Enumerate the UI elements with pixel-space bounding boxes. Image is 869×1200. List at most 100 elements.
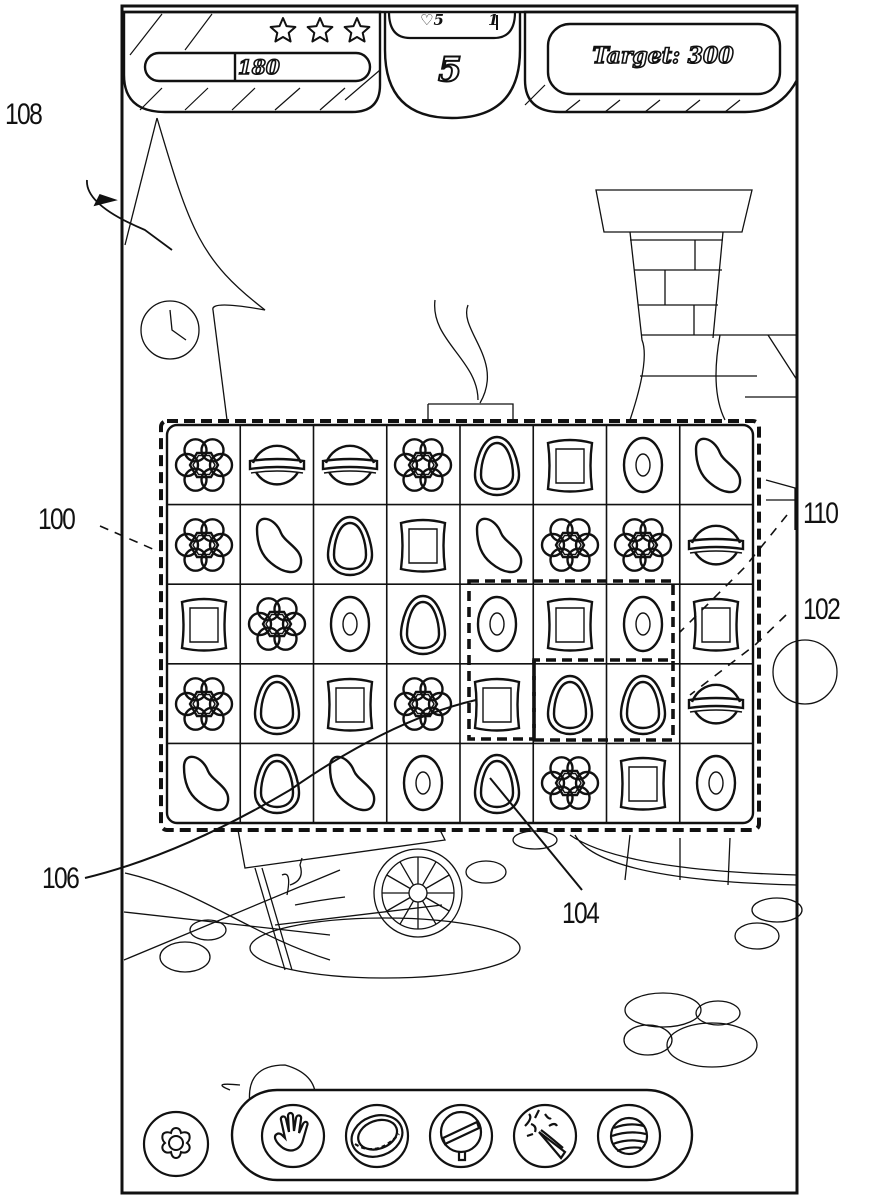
flower-candy-icon [394, 438, 453, 492]
donut-candy-icon [622, 595, 664, 653]
board-cell[interactable] [461, 664, 533, 743]
board-cell[interactable] [241, 425, 313, 504]
sphere-candy-icon [688, 524, 745, 566]
board-cell[interactable] [168, 425, 240, 504]
square-candy-icon [693, 597, 740, 652]
board-cell[interactable] [168, 743, 240, 822]
ref-label-selection-region: 110 [803, 497, 839, 530]
board-cell[interactable] [314, 664, 386, 743]
lollipop-icon [428, 1103, 494, 1169]
board-cell[interactable] [534, 505, 606, 584]
square-candy-icon [473, 677, 520, 732]
target-box [546, 22, 782, 96]
board-cell[interactable] [387, 743, 459, 822]
board-cell[interactable] [534, 425, 606, 504]
board-cell[interactable] [607, 664, 679, 743]
board-cell[interactable] [461, 425, 533, 504]
hud-right-panel [523, 10, 799, 114]
board-cell[interactable] [534, 664, 606, 743]
party-popper-icon [512, 1103, 578, 1169]
donut-candy-icon [622, 436, 664, 494]
ring-booster-button[interactable] [337, 1096, 417, 1176]
donut-candy-icon [476, 595, 517, 653]
board-cell[interactable] [680, 743, 752, 822]
board-cell[interactable] [680, 664, 752, 743]
board-cell[interactable] [534, 584, 606, 663]
settings-button[interactable] [144, 1112, 208, 1176]
donut-candy-icon [329, 595, 371, 653]
flower-candy-icon [394, 676, 453, 731]
flower-candy-icon [540, 517, 600, 572]
sphere-candy-icon [321, 444, 379, 486]
board-cell[interactable] [387, 425, 459, 504]
lollipop-booster-button[interactable] [421, 1096, 501, 1176]
screen-frame [120, 4, 799, 1195]
egg-candy-icon [546, 674, 594, 735]
board-cell[interactable] [680, 505, 752, 584]
square-candy-icon [546, 597, 594, 652]
star-icon [343, 17, 371, 43]
board-cell[interactable] [607, 743, 679, 822]
lives-value: 5 [433, 11, 444, 29]
ref-label-swap-indicator: 106 [42, 862, 80, 895]
board-cell[interactable] [168, 584, 240, 663]
board-cell[interactable] [241, 505, 313, 584]
board-cell[interactable] [387, 664, 459, 743]
settings-button-ring [142, 1110, 210, 1178]
star-icon [306, 17, 334, 43]
heart-icon: ♡ [420, 11, 434, 29]
square-candy-icon [546, 438, 594, 493]
flower-candy-icon [540, 756, 600, 811]
board-cell[interactable] [314, 743, 386, 822]
striped-ball-booster-button[interactable] [589, 1096, 669, 1176]
board-cell[interactable] [168, 505, 240, 584]
party-popper-booster-button[interactable] [505, 1096, 585, 1176]
ring-icon [344, 1103, 410, 1169]
donut-candy-icon [696, 755, 737, 812]
bean-candy-icon [328, 756, 376, 812]
flower-candy-icon [174, 517, 233, 572]
board-cell[interactable] [461, 584, 533, 663]
hud-left-panel [122, 10, 382, 114]
egg-candy-icon [253, 754, 301, 815]
board-cell[interactable] [680, 584, 752, 663]
background-ground [123, 829, 803, 1106]
striped-ball-icon [596, 1103, 662, 1169]
donut-candy-icon [403, 755, 444, 812]
flower-candy-icon [174, 438, 233, 492]
hand-booster-button[interactable] [253, 1096, 333, 1176]
bean-candy-icon [255, 517, 303, 573]
board-cell[interactable] [461, 505, 533, 584]
board-cell[interactable] [607, 584, 679, 663]
board-cell[interactable] [607, 425, 679, 504]
egg-candy-icon [253, 674, 301, 735]
board-cell[interactable] [314, 425, 386, 504]
hud-center-panel [383, 11, 522, 120]
board-cell[interactable] [314, 584, 386, 663]
board-cell[interactable] [241, 584, 313, 663]
ref-label-screen: 108 [5, 98, 43, 131]
sphere-candy-icon [688, 683, 745, 725]
egg-candy-icon [473, 435, 520, 497]
ref-label-candy-item: 104 [562, 897, 600, 930]
background-buildings [124, 117, 838, 705]
egg-candy-icon [326, 515, 374, 576]
board-cell[interactable] [241, 743, 313, 822]
square-candy-icon [180, 597, 227, 652]
board-cell[interactable] [680, 425, 752, 504]
bean-candy-icon [475, 517, 522, 573]
level-indicator: 1 [488, 11, 499, 29]
board-cell[interactable] [607, 505, 679, 584]
board-cell[interactable] [387, 584, 459, 663]
star-icon [269, 17, 297, 43]
board-cell[interactable] [534, 743, 606, 822]
board-cell[interactable] [241, 664, 313, 743]
board-cell[interactable] [387, 505, 459, 584]
square-candy-icon [326, 677, 374, 732]
gear-icon [161, 1126, 191, 1160]
score-bar [143, 51, 372, 83]
lives-counter[interactable]: ♡5 [420, 11, 444, 29]
board-cell[interactable] [168, 664, 240, 743]
board-cell[interactable] [461, 743, 533, 822]
board-cell[interactable] [314, 505, 386, 584]
